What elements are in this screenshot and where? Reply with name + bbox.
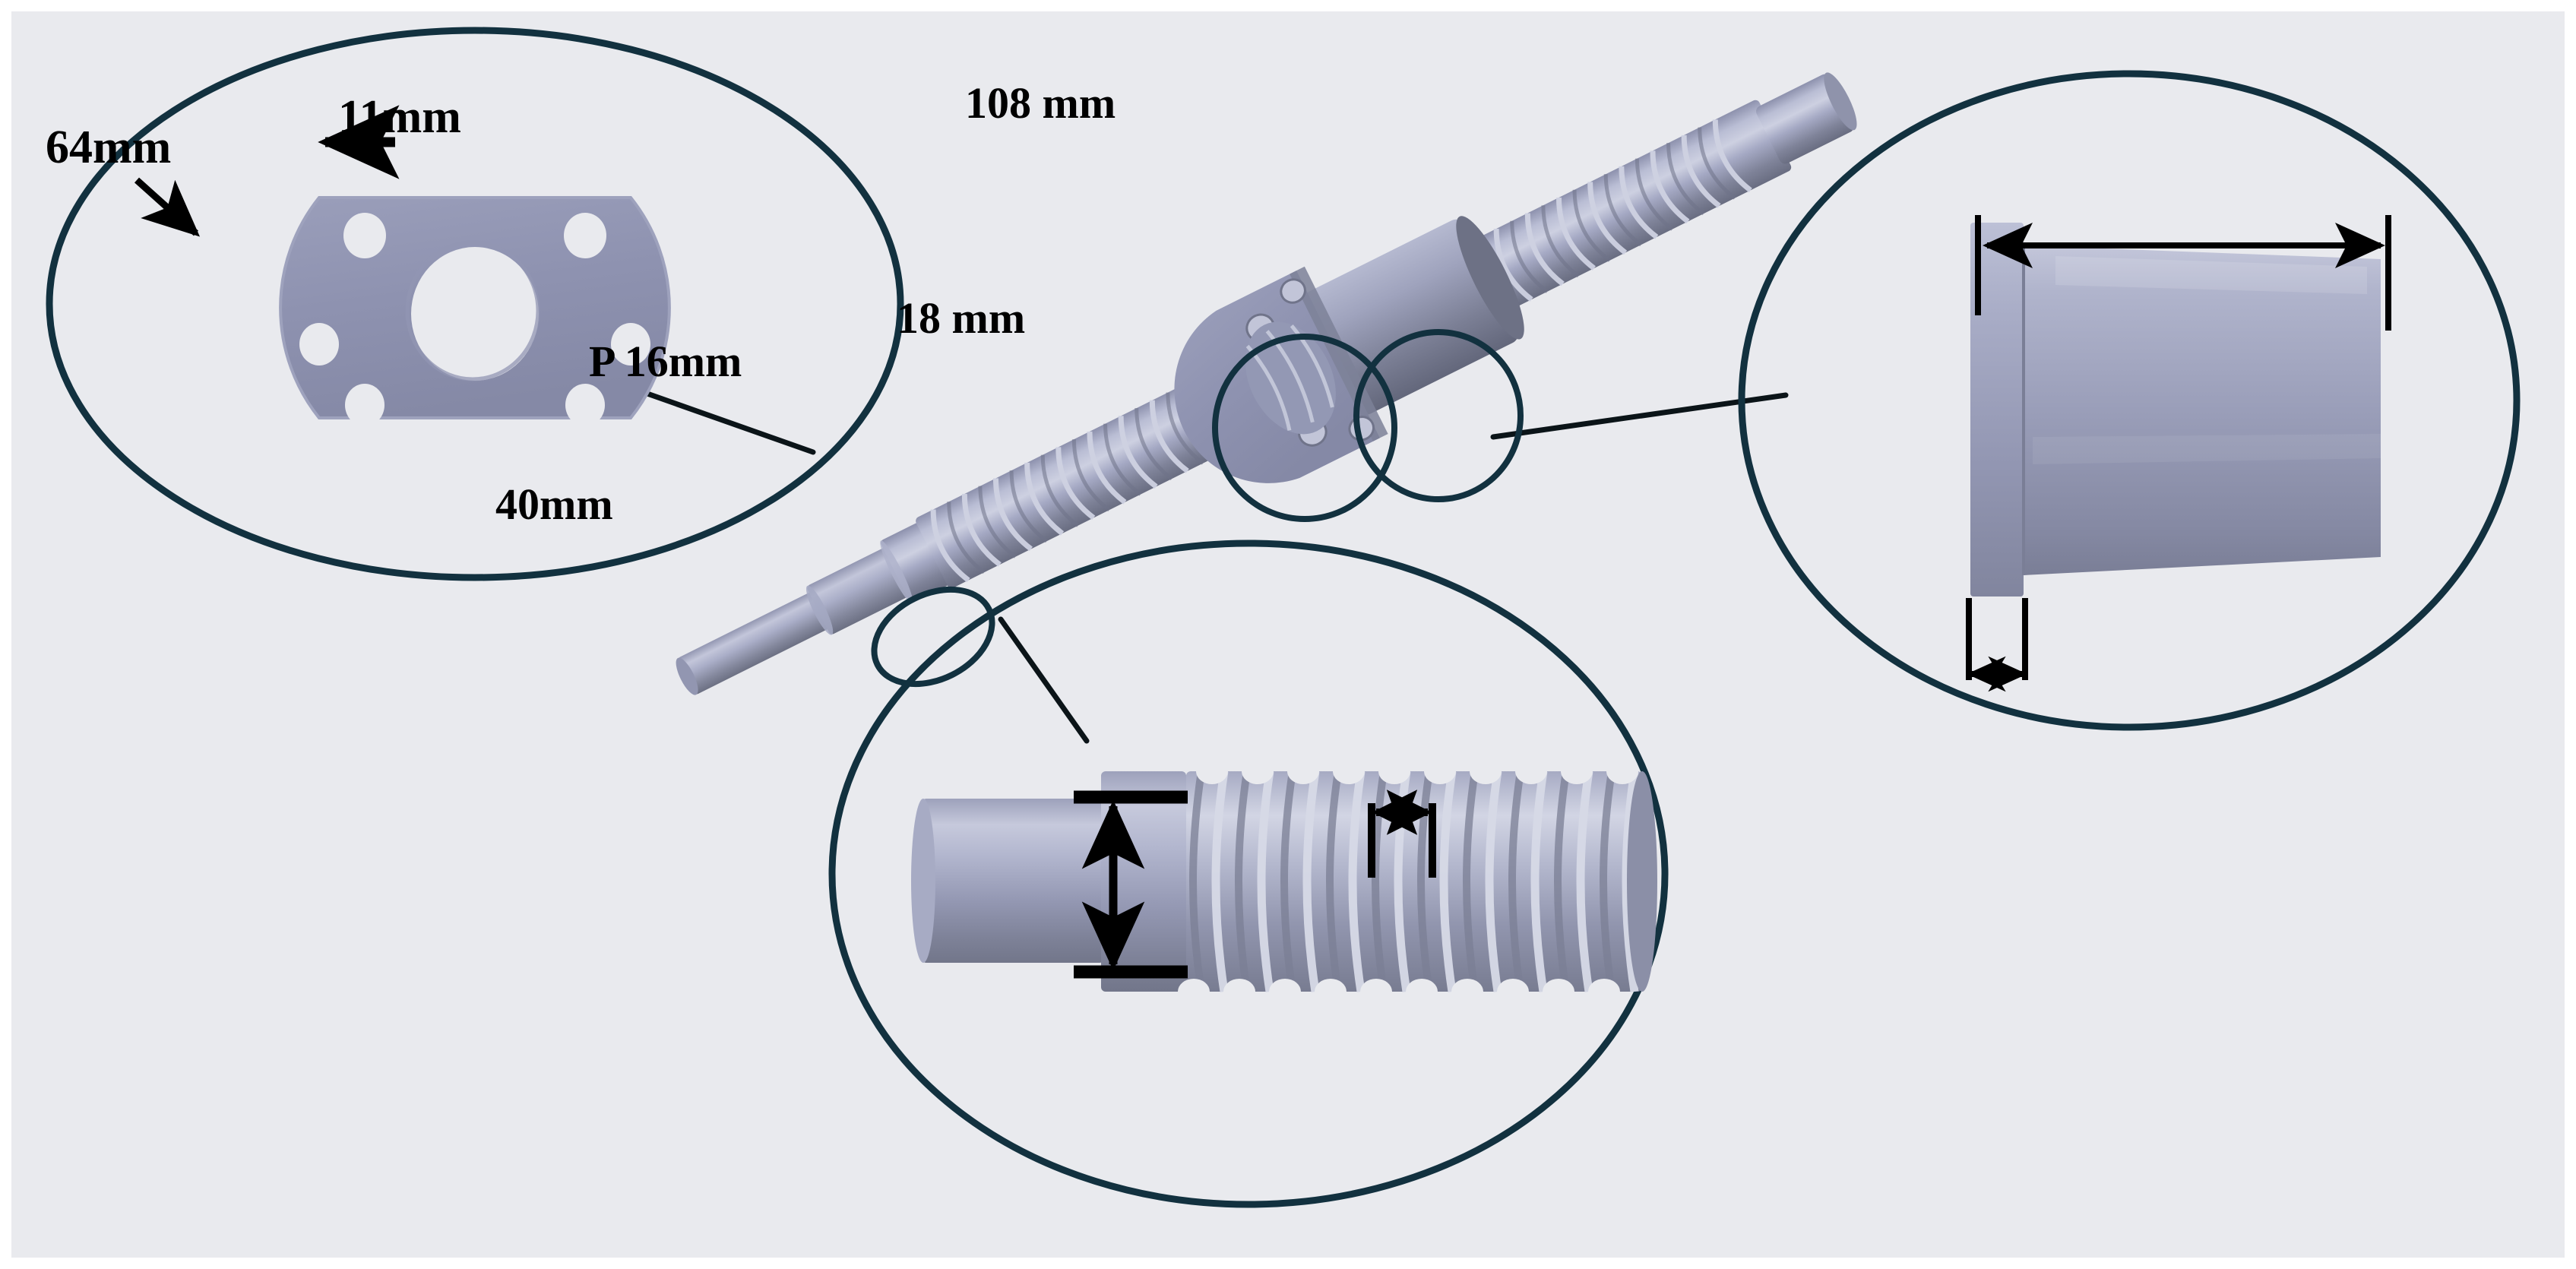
dim-shaft-40mm	[1074, 790, 1188, 979]
flange-face-part	[279, 196, 671, 426]
assembly-callout-circles	[871, 329, 1524, 688]
dim-18mm	[1966, 598, 2028, 692]
detail-outline-bushing	[1738, 70, 2521, 731]
figure-canvas: 64mm 11mm 108 mm 18 mm P 16mm 40mm	[11, 11, 2565, 1258]
flange-face-detail	[46, 27, 904, 581]
label-shaft-diameter: 40mm	[495, 479, 613, 529]
bushing-part	[1970, 223, 2381, 597]
thread-detail-part	[911, 758, 1657, 1005]
bushing-flange-lip	[1970, 223, 2024, 597]
callout-circle-thread	[871, 586, 995, 688]
dim-pitch-16mm	[1368, 790, 1436, 878]
dimension-label-layer: 64mm 11mm 108 mm 18 mm P 16mm 40mm	[11, 11, 2565, 1258]
dim-108mm	[1975, 215, 2391, 331]
bushing-detail	[1738, 70, 2521, 731]
callout-circle-ball-nut	[1212, 334, 1397, 522]
label-thread-pitch: P 16mm	[589, 337, 742, 386]
label-flange-thickness: 18 mm	[897, 293, 1026, 343]
leader-thread-detail	[998, 616, 1090, 744]
detail-outline-flange	[46, 27, 904, 581]
label-flange-diameter: 64mm	[46, 122, 172, 173]
flange-center-bore	[411, 247, 539, 381]
ball-screw-assembly	[676, 72, 1857, 695]
bushing-body	[2024, 245, 2381, 575]
leader-bushing-detail	[1490, 392, 1789, 440]
detail-shaft-journal	[922, 799, 1104, 963]
callout-circle-bushing	[1353, 329, 1524, 502]
pointer-64mm	[134, 177, 201, 237]
shaft-left-journal	[676, 592, 830, 695]
diagram-scene	[46, 27, 2521, 1208]
label-bolt-hole-diameter: 11mm	[338, 91, 461, 143]
flange-bolt-holes	[299, 213, 650, 426]
thread-detail	[828, 540, 1669, 1208]
detail-thread-section	[1178, 758, 1657, 1005]
detail-outline-thread	[828, 540, 1669, 1208]
shaft-step	[806, 523, 949, 635]
label-bushing-length: 108 mm	[965, 78, 1116, 128]
